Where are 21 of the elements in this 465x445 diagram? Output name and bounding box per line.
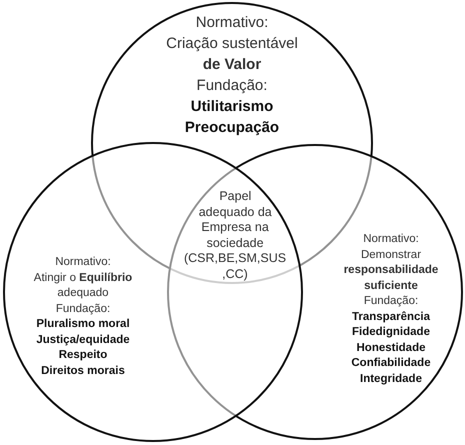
principle-label: Preocupação [184,118,280,138]
principle-label: Pluralismo moral [35,317,131,332]
principle-label: Justiça/equidade [35,332,131,348]
principle-label: Fidedignidade [351,325,431,340]
category-label: Normativo: [362,232,420,247]
category-label: Fundação: [54,302,112,316]
category-label: Normativo: [194,13,270,33]
category-label: Fundação: [362,294,420,309]
statement-text: Atingir o Equilíbrio adequado [32,270,134,301]
principle-label: Transparência [351,310,431,324]
center-label: Papel adequado da Empresa na sociedade (CSR,BE,SM,SUS ,CC) [184,189,286,280]
category-label: Fundação: [196,76,268,96]
principle-label: Honestidade [355,340,426,356]
principle-label: Respeito [58,348,108,363]
category-label: Normativo: [54,255,112,270]
principle-label: Confiabilidade [350,356,432,371]
principle-label: Direitos morais [40,364,126,378]
statement-text: Demonstrar responsabilidade suficiente [342,248,440,294]
principle-label: Integridade [359,372,423,386]
principle-label: Utilitarismo [190,97,274,117]
statement-text: Criação sustentável de Valor [165,34,299,75]
